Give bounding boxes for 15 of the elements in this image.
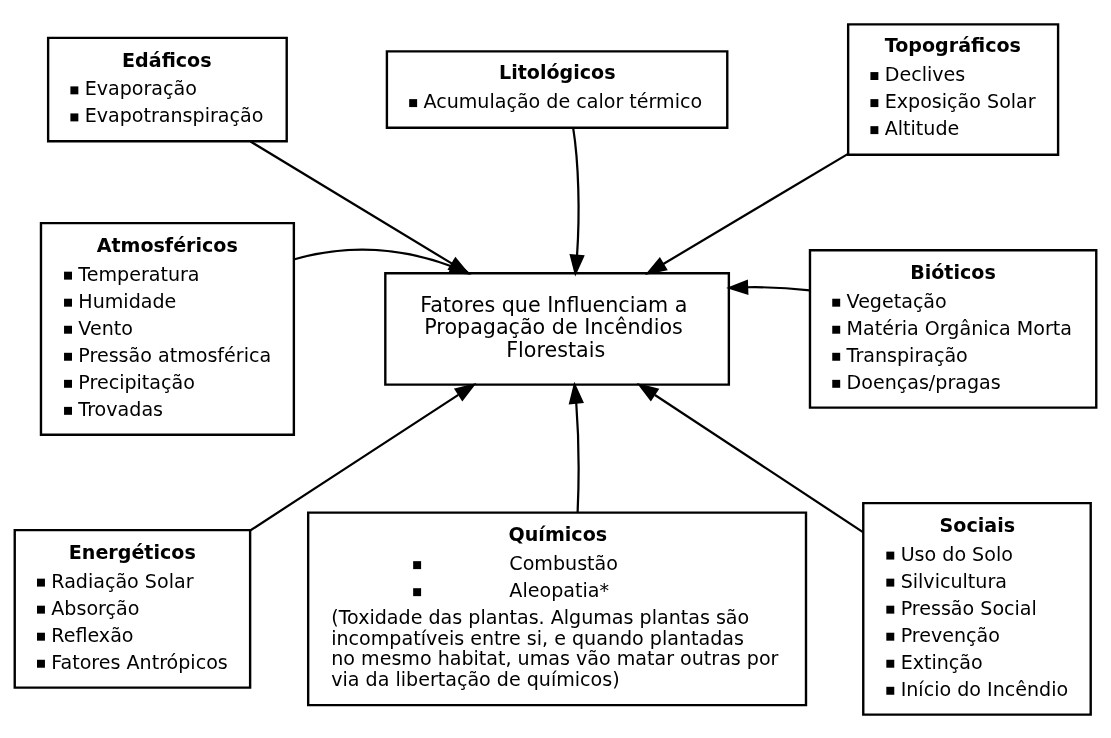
arrow — [569, 127, 585, 277]
node-box: Atmosféricos Temperatura Humidade Vento Pressão atmosférica Precipitação Trovadas — [39, 221, 296, 436]
node-box: Energéticos Radiação Solar Absorção Reflexão Fatores Antrópicos — [13, 528, 252, 689]
node-box: Topográficos Declives Exposição Solar Altitude — [846, 22, 1060, 156]
node-box: Fatores que Influenciam a Propagação de Incêndios Florestais — [384, 271, 731, 386]
node-box: Edáficos Evaporação Evapotranspiração — [46, 36, 288, 142]
arrow — [726, 279, 811, 295]
arrow — [568, 381, 584, 512]
node-box: Litológicos Acumulação de calor térmico — [385, 49, 729, 129]
arrow — [644, 152, 849, 275]
arrow — [636, 382, 864, 533]
node-box: Bióticos Vegetação Matéria Orgânica Morta Transpiração Doenças/pragas — [808, 248, 1098, 409]
arrow — [249, 382, 477, 531]
node-box: Químicos Combustão Aleopatia* (Toxidade das plantas. Algumas plantas são incompatíveis entre si, e quando plantadas no mesmo habitat, umas vão matar outras por via da libertação de químicos) — [307, 510, 808, 706]
node-box: Sociais Uso do Solo Silvicultura Pressão Social Prevenção Extinção Início do Incêndio — [862, 501, 1092, 716]
